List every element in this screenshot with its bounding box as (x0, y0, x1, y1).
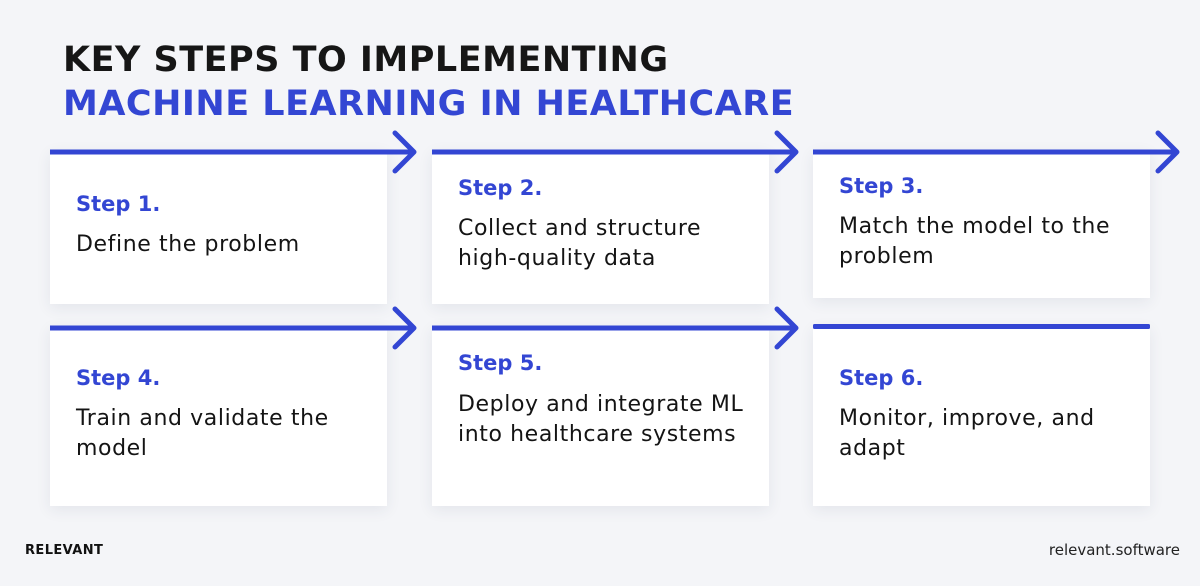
step-description: Define the problem (76, 232, 300, 257)
card-top-line (813, 324, 1150, 329)
step-card-3: Step 3. Match the model to the problem (813, 150, 1150, 298)
step-label: Step 3. (839, 174, 924, 198)
step-card-2: Step 2. Collect and structure high-quali… (432, 150, 769, 304)
step-description: Monitor, improve, and adapt (839, 406, 1095, 461)
step-card-5: Step 5. Deploy and integrate ML into hea… (432, 326, 769, 506)
page-title: KEY STEPS TO IMPLEMENTING MACHINE LEARNI… (63, 38, 794, 126)
step-label: Step 2. (458, 176, 543, 200)
arrow-right-icon (50, 130, 417, 174)
step-label: Step 1. (76, 192, 161, 216)
step-card-6: Step 6. Monitor, improve, and adapt (813, 326, 1150, 506)
title-line-2: MACHINE LEARNING IN HEALTHCARE (63, 84, 795, 124)
step-card-4: Step 4. Train and validate the model (50, 326, 387, 506)
step-label: Step 5. (458, 351, 543, 375)
step-description: Train and validate the model (76, 406, 329, 461)
step-card-1: Step 1. Define the problem (50, 150, 387, 304)
arrow-right-icon (432, 306, 799, 350)
arrow-right-icon (432, 130, 799, 174)
step-label: Step 6. (839, 366, 924, 390)
arrow-right-icon (50, 306, 417, 350)
step-description: Collect and structure high-quality data (458, 216, 702, 271)
step-label: Step 4. (76, 366, 161, 390)
step-description: Deploy and integrate ML into healthcare … (458, 392, 744, 447)
step-description: Match the model to the problem (839, 214, 1111, 269)
arrow-right-icon (813, 130, 1180, 174)
title-line-1: KEY STEPS TO IMPLEMENTING (63, 40, 669, 80)
footer-url: relevant.software (1048, 541, 1180, 559)
brand-logo: RELEVANT (25, 543, 104, 558)
